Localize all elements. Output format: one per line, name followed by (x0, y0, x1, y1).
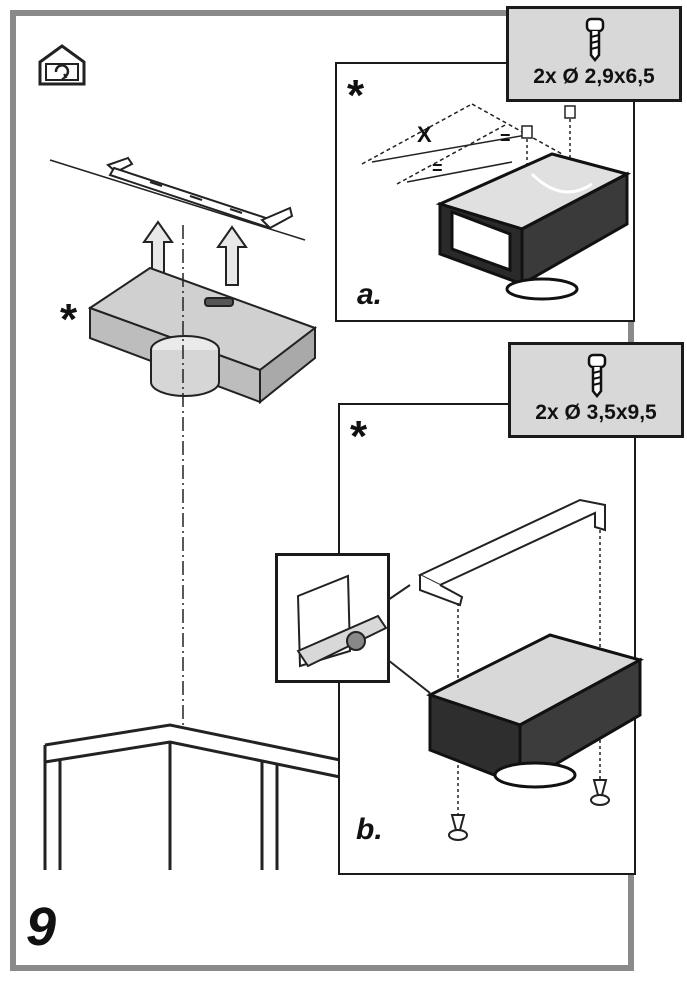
panel-a-screw-spec: 2x Ø 2,9x6,5 (533, 65, 655, 88)
panel-a-label: a. (357, 278, 383, 311)
adapter-box (87, 266, 318, 405)
screw-icon (587, 353, 607, 399)
detail-callout-lines (387, 584, 431, 694)
panel-a-marker: * (347, 71, 365, 120)
main-illustration (43, 156, 341, 870)
panel-b-screw-badge: 2x Ø 3,5x9,5 (508, 342, 684, 438)
detail-illustration (296, 574, 388, 668)
panel-a: * a. X = = (335, 62, 635, 322)
panel-b-marker: * (350, 412, 368, 461)
arrow-up-icon (142, 220, 248, 286)
equal-mark: = (432, 158, 443, 178)
panel-a-illustration: X = = (361, 103, 632, 301)
detail-inset (275, 553, 390, 683)
step-number: 9 (26, 897, 57, 957)
dimension-x-label: X (417, 122, 432, 147)
panel-a-screw-badge: 2x Ø 2,9x6,5 (506, 6, 682, 102)
hood-top (43, 723, 341, 870)
house-icon (38, 44, 86, 86)
panel-b-label: b. (356, 813, 383, 846)
screw-icon (585, 17, 605, 63)
equal-mark: = (500, 128, 511, 148)
panel-b-illustration (417, 498, 644, 841)
panel-b-screw-spec: 2x Ø 3,5x9,5 (535, 401, 657, 424)
ceiling-bracket (106, 156, 294, 230)
main-marker: * (60, 295, 78, 344)
